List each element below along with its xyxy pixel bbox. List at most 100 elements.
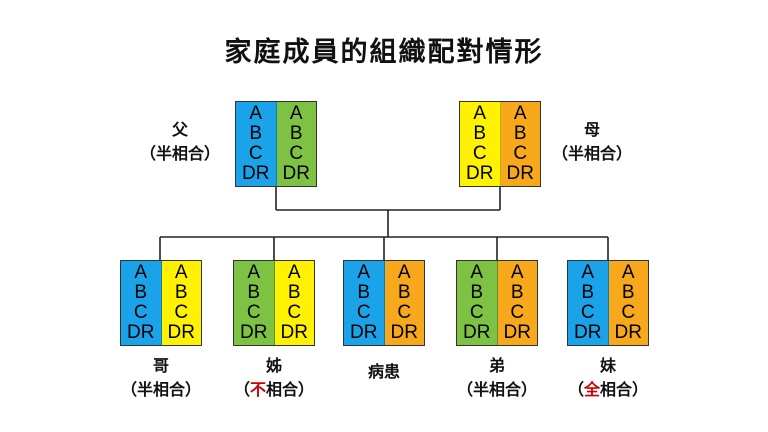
allele-label: DR (390, 322, 418, 343)
allele-label: C (513, 143, 528, 164)
allele-label: DR (614, 322, 642, 343)
father-match-open: （ (139, 144, 156, 163)
allele-label: B (581, 282, 595, 303)
younger-brother-match-rest: 半相合） (473, 380, 538, 399)
younger-brother-name: 弟 (488, 356, 505, 375)
younger-brother-match: （半相合） (442, 376, 552, 400)
mother-match-open: （ (551, 144, 568, 163)
brother-label: 哥 （半相合） (106, 352, 216, 400)
page-title: 家庭成員的組織配對情形 (224, 37, 544, 68)
allele-label: A (249, 103, 263, 124)
allele-label: B (397, 282, 411, 303)
allele-label: A (621, 262, 635, 283)
allele-label: DR (167, 322, 195, 343)
allele-label: B (621, 282, 635, 303)
allele-label: B (357, 282, 371, 303)
allele-label: A (247, 262, 261, 283)
brother-match-open: （ (120, 380, 137, 399)
mother-label: 母 （半相合） (542, 116, 642, 164)
younger-sister-name: 妹 (599, 356, 616, 375)
allele-label: C (510, 302, 525, 323)
allele-label: DR (280, 322, 308, 343)
allele-label: DR (282, 163, 310, 184)
sister-match-open: （ (233, 380, 250, 399)
patient-label: 病患 (329, 358, 439, 382)
brother-name: 哥 (152, 356, 169, 375)
allele-label: C (174, 302, 189, 323)
brother-match-rest: 半相合） (137, 380, 202, 399)
younger-sister-match-rest: 相合） (600, 380, 649, 399)
allele-label: B (513, 123, 527, 144)
allele-label: C (621, 302, 636, 323)
allele-label: A (473, 103, 487, 124)
allele-label: B (247, 282, 261, 303)
sister-match-highlight: 不 (249, 380, 266, 399)
allele-label: B (134, 282, 148, 303)
allele-label: A (287, 262, 301, 283)
allele-label: DR (242, 163, 270, 184)
younger-sister-match-highlight: 全 (583, 380, 600, 399)
allele-label: DR (574, 322, 602, 343)
allele-label: B (249, 123, 263, 144)
sister-match: （不相合） (219, 376, 329, 400)
allele-label: A (470, 262, 484, 283)
allele-label: DR (466, 163, 494, 184)
brother-match: （半相合） (106, 376, 216, 400)
allele-label: DR (463, 322, 491, 343)
sister-label: 姊 （不相合） (219, 352, 329, 400)
allele-label: A (357, 262, 371, 283)
allele-label: A (513, 103, 527, 124)
mother-name: 母 (583, 120, 600, 139)
father-name: 父 (171, 120, 188, 139)
father-label: 父 （半相合） (130, 116, 230, 164)
allele-label: C (580, 302, 595, 323)
younger-sister-label: 妹 （全相合） (553, 352, 663, 400)
patient-name: 病患 (367, 362, 400, 381)
allele-label: B (470, 282, 484, 303)
allele-label: DR (503, 322, 531, 343)
allele-label: DR (506, 163, 534, 184)
allele-label: B (289, 123, 303, 144)
younger-brother-match-open: （ (456, 380, 473, 399)
allele-label: DR (350, 322, 378, 343)
allele-label: A (581, 262, 595, 283)
younger-sister-match: （全相合） (553, 376, 663, 400)
sister-match-rest: 相合） (266, 380, 315, 399)
allele-label: A (134, 262, 148, 283)
allele-label: B (287, 282, 301, 303)
allele-label: C (472, 143, 487, 164)
allele-label: C (469, 302, 484, 323)
allele-label: C (133, 302, 148, 323)
younger-brother-label: 弟 （半相合） (442, 352, 552, 400)
allele-label: C (289, 143, 304, 164)
allele-label: A (510, 262, 524, 283)
allele-label: A (397, 262, 411, 283)
allele-label: B (174, 282, 188, 303)
allele-label: C (246, 302, 261, 323)
allele-label: DR (240, 322, 268, 343)
father-match: （半相合） (130, 140, 230, 164)
allele-label: C (356, 302, 371, 323)
sister-name: 姊 (265, 356, 282, 375)
mother-match: （半相合） (542, 140, 642, 164)
allele-label: A (174, 262, 188, 283)
allele-label: C (248, 143, 263, 164)
